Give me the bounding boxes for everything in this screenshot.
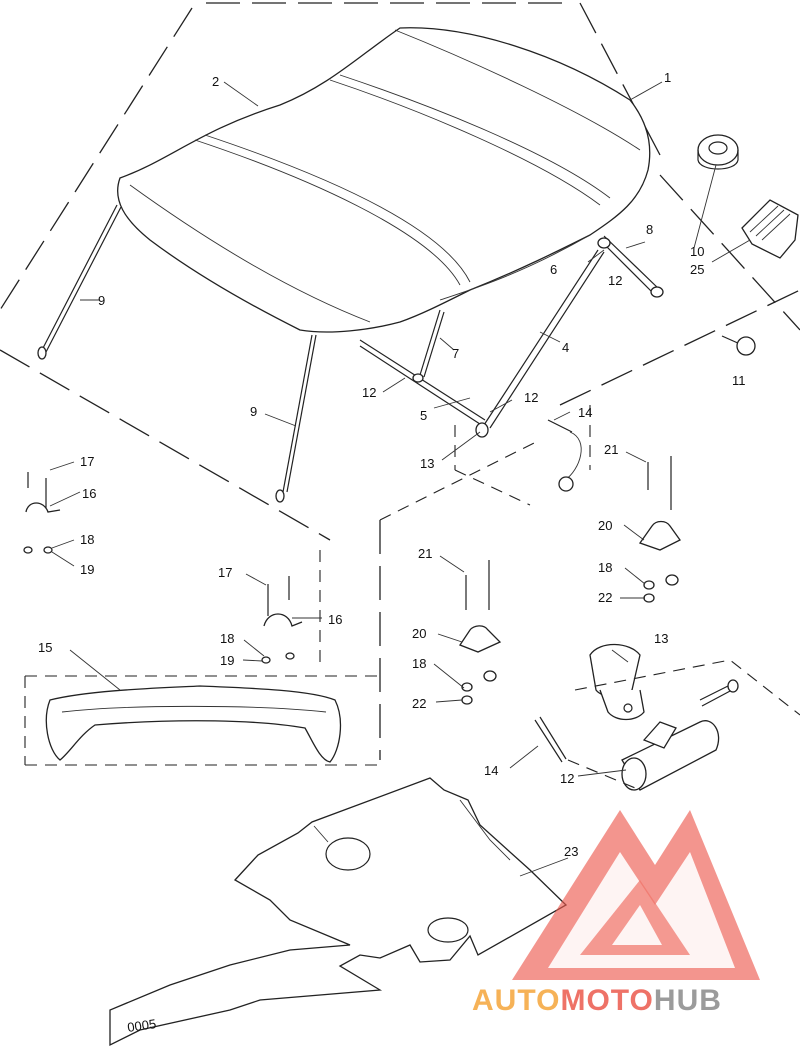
callout-17-center: 17 — [218, 565, 232, 580]
callout-10: 10 — [690, 244, 704, 259]
callout-16-left: 16 — [82, 486, 96, 501]
watermark-text-moto: MOTO — [560, 984, 653, 1017]
pin-lower-part — [534, 716, 567, 763]
rubber-ring-part — [697, 134, 739, 170]
leader-lines — [49, 81, 751, 877]
callout-21-mid: 21 — [418, 546, 432, 561]
watermark-triangle-logo — [512, 810, 760, 980]
hinge-hardware-right — [638, 456, 681, 603]
clamp-hardware-left — [23, 472, 61, 554]
callout-16-center: 16 — [328, 612, 342, 627]
floor-mat: 0005 — [109, 777, 568, 1047]
callout-13-upper: 13 — [420, 456, 434, 471]
callout-18-right: 18 — [598, 560, 612, 575]
callout-5: 5 — [420, 408, 427, 423]
callout-25: 25 — [690, 262, 704, 277]
callout-12-mid: 12 — [362, 385, 376, 400]
tube-clamp-part — [621, 679, 739, 791]
pin-lanyard-part — [547, 419, 582, 492]
automotohub-watermark: AUTOMOTOHUB — [472, 810, 760, 1017]
callout-9-lower: 9 — [250, 404, 257, 419]
callout-1: 1 — [664, 70, 671, 85]
frame-bows — [37, 204, 664, 503]
callout-20-mid: 20 — [412, 626, 426, 641]
callout-12-right: 12 — [524, 390, 538, 405]
callout-4: 4 — [562, 340, 569, 355]
callout-12-top: 12 — [608, 273, 622, 288]
callout-13-lower: 13 — [654, 631, 668, 646]
callout-18-center: 18 — [220, 631, 234, 646]
callout-18-left: 18 — [80, 532, 94, 547]
callout-20-right: 20 — [598, 518, 612, 533]
mat-marking-text: 0005 — [126, 1016, 157, 1035]
end-cap-part — [589, 643, 645, 721]
clamp-hardware-center — [261, 576, 303, 664]
callout-17-left: 17 — [80, 454, 94, 469]
callout-19-left: 19 — [80, 562, 94, 577]
watermark-text-auto: AUTO — [472, 984, 560, 1017]
callout-18-mid: 18 — [412, 656, 426, 671]
framing-dash-lines — [0, 2, 800, 760]
bimini-canvas-top — [117, 27, 651, 333]
callout-21-right: 21 — [604, 442, 618, 457]
callout-7: 7 — [452, 346, 459, 361]
callout-23: 23 — [564, 844, 578, 859]
callout-8: 8 — [646, 222, 653, 237]
trim-part-box — [24, 675, 380, 766]
callout-22-mid: 22 — [412, 696, 426, 711]
callout-6: 6 — [550, 262, 557, 277]
callout-15: 15 — [38, 640, 52, 655]
callout-14-lower: 14 — [484, 763, 498, 778]
watermark-text: AUTOMOTOHUB — [472, 984, 722, 1017]
callout-19-center: 19 — [220, 653, 234, 668]
callout-14-upper: 14 — [578, 405, 592, 420]
callout-11: 11 — [732, 373, 746, 388]
callout-labels: 1 2 4 5 6 7 8 9 9 10 11 12 12 12 12 13 1… — [38, 70, 746, 859]
hardware-parts — [23, 134, 800, 791]
callout-9-upper: 9 — [98, 293, 105, 308]
bracket-block-part — [741, 199, 799, 259]
callout-12-lower: 12 — [560, 771, 574, 786]
callout-2: 2 — [212, 74, 219, 89]
hinge-hardware-center — [459, 560, 502, 705]
knob-pin-part — [721, 335, 756, 356]
watermark-text-hub: HUB — [654, 984, 722, 1017]
callout-22-right: 22 — [598, 590, 612, 605]
